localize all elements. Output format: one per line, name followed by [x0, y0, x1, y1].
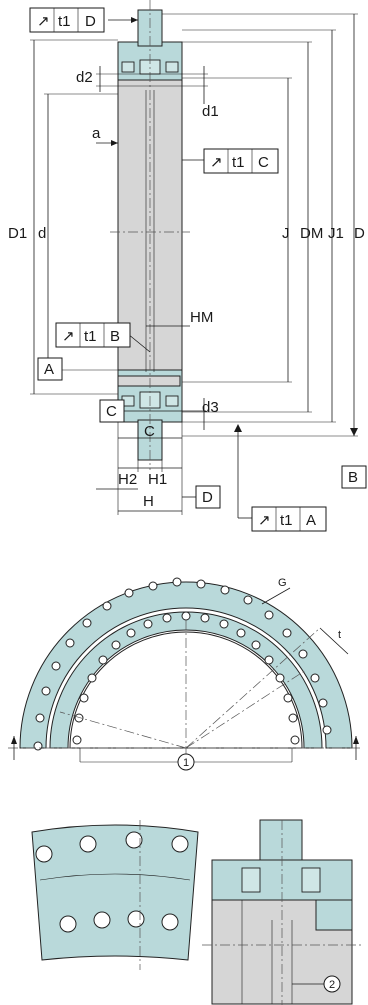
dim-D: D — [354, 225, 365, 242]
dim-d3: d3 — [202, 399, 219, 416]
svg-text:A: A — [306, 512, 316, 529]
dim-J: J — [282, 225, 290, 242]
dim-d1: d1 — [202, 103, 219, 120]
datum-B: B — [341, 465, 367, 489]
shaft-top — [137, 9, 163, 47]
dim-d2: d2 — [76, 69, 93, 86]
runout-arrow-icon: ↗ — [37, 13, 50, 30]
detail-section-view: 2 — [202, 819, 362, 1005]
svg-text:t1: t1 — [232, 154, 245, 171]
dim-H1: H1 — [148, 471, 167, 488]
dim-H: H — [143, 493, 154, 510]
runout-arrow-icon: ↗ — [210, 154, 223, 171]
tolerance-frame-C: ↗ t1 C — [203, 148, 279, 174]
label-G: G — [278, 577, 287, 589]
inner-bolt-holes — [72, 611, 300, 745]
tolerance-frame-B: ↗ t1 B — [55, 322, 131, 348]
tolerance-frame-D: ↗ t1 D — [29, 7, 105, 33]
callout-2 — [323, 975, 341, 993]
svg-text:2: 2 — [329, 979, 335, 991]
dim-d: d — [38, 225, 46, 242]
dim-H2: H2 — [118, 471, 137, 488]
tolerance-frame-A: ↗ t1 A — [251, 506, 327, 532]
datum-C: C — [99, 399, 125, 423]
datum-A: A — [37, 357, 63, 381]
dim-DM: DM — [300, 225, 323, 242]
outer-ring — [19, 581, 353, 749]
svg-text:B: B — [348, 469, 358, 486]
roller-top-left — [121, 61, 135, 73]
svg-text:t1: t1 — [58, 13, 71, 30]
dim-D1: D1 — [8, 225, 27, 242]
roller-bottom-right — [165, 395, 179, 407]
svg-text:A: A — [44, 361, 54, 378]
label-t: t — [338, 629, 341, 641]
roller-top-right — [165, 61, 179, 73]
svg-text:D: D — [202, 489, 213, 506]
svg-text:D: D — [85, 13, 96, 30]
svg-text:C: C — [258, 154, 269, 171]
svg-text:C: C — [106, 403, 117, 420]
datum-D: D — [195, 485, 221, 509]
detail-segment-view — [31, 820, 199, 970]
dim-a: a — [92, 125, 101, 142]
svg-text:1: 1 — [183, 757, 189, 769]
runout-arrow-icon: ↗ — [62, 328, 75, 345]
callout-1 — [177, 753, 195, 771]
svg-text:t1: t1 — [280, 512, 293, 529]
front-view: 1 G t — [8, 577, 360, 771]
dim-J1: J1 — [328, 225, 344, 242]
svg-text:B: B — [110, 328, 120, 345]
dim-C: C — [144, 423, 155, 440]
runout-arrow-icon: ↗ — [258, 512, 271, 529]
section-view: ↗ t1 D ↗ t1 C ↗ t1 B ↗ t1 A A B — [8, 0, 367, 532]
svg-text:t1: t1 — [84, 328, 97, 345]
outer-bolt-holes — [33, 577, 332, 751]
bolt — [117, 375, 181, 387]
dim-HM: HM — [190, 309, 213, 326]
